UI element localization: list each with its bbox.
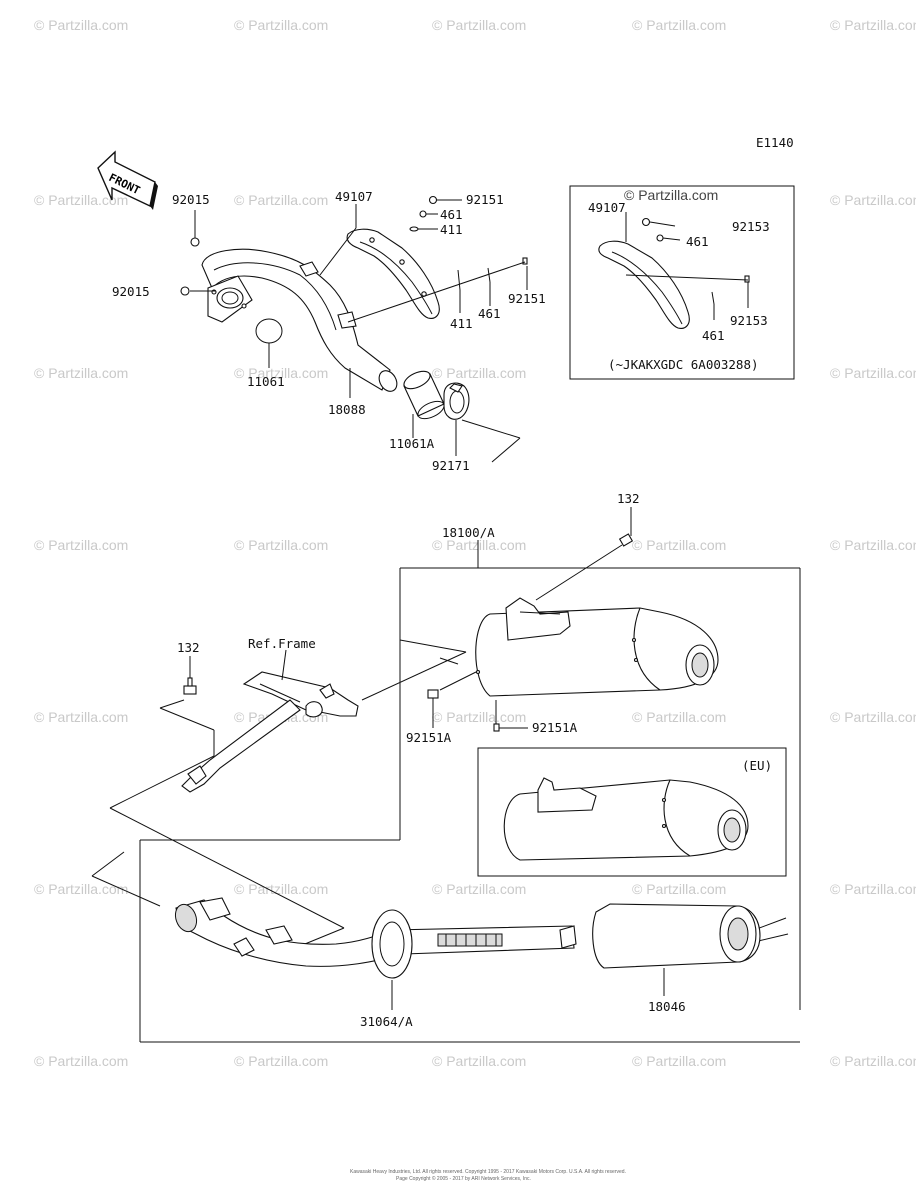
ref-frame-label: Ref.Frame	[248, 636, 316, 651]
watermark-text: © Partzilla.com	[432, 537, 526, 553]
watermark-text: © Partzilla.com	[34, 537, 128, 553]
part-label-411: 411	[440, 222, 463, 237]
part-label-92151A: 92151A	[532, 720, 578, 735]
nut-92015-left	[180, 286, 190, 296]
watermark-text: © Partzilla.com	[34, 709, 128, 725]
silencer-18046	[592, 903, 761, 969]
part-label-11061: 11061	[247, 374, 285, 389]
part-label-92151: 92151	[466, 192, 504, 207]
part-label-92153: 92153	[730, 313, 768, 328]
watermark-text: © Partzilla.com	[432, 1053, 526, 1069]
watermark-text: © Partzilla.com	[234, 1053, 328, 1069]
fasteners-top	[409, 195, 528, 291]
part-label-461: 461	[686, 234, 709, 249]
part-label-92171: 92171	[432, 458, 470, 473]
header-pipe-18088	[201, 248, 398, 392]
sleeve-11061A	[403, 370, 445, 420]
part-label-461: 461	[440, 207, 463, 222]
eu-note: (EU)	[742, 758, 772, 773]
clamp-92171	[443, 382, 470, 420]
leader-lines-top	[190, 199, 528, 463]
part-label-92151: 92151	[508, 291, 546, 306]
leader-lines-bottom	[91, 639, 789, 1010]
part-label-92015-left: 92015	[112, 284, 150, 299]
part-label-18100A: 18100/A	[442, 525, 495, 540]
bolt-132-left	[159, 656, 215, 756]
part-label-92015-top: 92015	[172, 192, 210, 207]
variant-box: © Partzilla.com 49107 92153 461 461 9215…	[569, 185, 795, 380]
part-label-411: 411	[450, 316, 473, 331]
front-arrow-icon: FRONT	[97, 150, 158, 210]
watermark-text: © Partzilla.com	[830, 709, 916, 725]
part-label-18088: 18088	[328, 402, 366, 417]
heat-guard-49107	[346, 228, 440, 319]
watermark-text: © Partzilla.com	[234, 537, 328, 553]
watermark-text: © Partzilla.com	[624, 187, 718, 203]
watermark-text: © Partzilla.com	[34, 365, 128, 381]
part-label-11061A: 11061A	[389, 436, 435, 451]
part-label-49107: 49107	[335, 189, 373, 204]
variant-note: (~JKAKXGDC 6A003288)	[608, 357, 759, 372]
part-label-461: 461	[702, 328, 725, 343]
watermark-layer: © Partzilla.com © Partzilla.com © Partzi…	[34, 17, 916, 1069]
copyright-line-1: Kawasaki Heavy Industries, Ltd. All righ…	[350, 1169, 626, 1175]
part-label-18046: 18046	[648, 999, 686, 1014]
watermark-text: © Partzilla.com	[234, 17, 328, 33]
bolt-92151A-left	[427, 689, 439, 699]
leader-line	[281, 649, 287, 681]
watermark-text: © Partzilla.com	[632, 537, 726, 553]
part-label-92153: 92153	[732, 219, 770, 234]
watermark-text: © Partzilla.com	[432, 709, 526, 725]
watermark-text: © Partzilla.com	[830, 192, 916, 208]
watermark-text: © Partzilla.com	[34, 17, 128, 33]
watermark-text: © Partzilla.com	[632, 17, 726, 33]
watermark-text: © Partzilla.com	[432, 365, 526, 381]
diagram-code: E1140	[756, 135, 794, 150]
nut-92015-top	[190, 237, 200, 247]
watermark-text: © Partzilla.com	[830, 17, 916, 33]
watermark-text: © Partzilla.com	[432, 17, 526, 33]
watermark-text: © Partzilla.com	[34, 881, 128, 897]
watermark-text: © Partzilla.com	[632, 1053, 726, 1069]
watermark-text: © Partzilla.com	[830, 1053, 916, 1069]
watermark-text: © Partzilla.com	[632, 881, 726, 897]
muffler-group-frame	[139, 540, 801, 1043]
watermark-text: © Partzilla.com	[234, 881, 328, 897]
muffler-18100A	[475, 597, 719, 697]
watermark-text: © Partzilla.com	[830, 365, 916, 381]
watermark-text: © Partzilla.com	[234, 192, 328, 208]
part-label-132: 132	[617, 491, 640, 506]
part-label-31064A: 31064/A	[360, 1014, 413, 1029]
watermark-text: © Partzilla.com	[34, 1053, 128, 1069]
bolt-92151A-right	[493, 723, 500, 732]
gasket-11061	[255, 318, 283, 344]
bolt-132-top	[535, 507, 634, 601]
mid-pipe-31064A	[174, 897, 577, 979]
copyright-line-2: Page Copyright © 2005 - 2017 by ARI Netw…	[396, 1175, 531, 1182]
part-label-461: 461	[478, 306, 501, 321]
watermark-text: © Partzilla.com	[830, 537, 916, 553]
watermark-text: © Partzilla.com	[234, 365, 328, 381]
watermark-text: © Partzilla.com	[632, 709, 726, 725]
part-label-92151A: 92151A	[406, 730, 452, 745]
part-label-132: 132	[177, 640, 200, 655]
ref-frame-subframe	[181, 671, 359, 793]
watermark-text: © Partzilla.com	[432, 881, 526, 897]
leader-line	[439, 671, 477, 691]
watermark-text: © Partzilla.com	[830, 881, 916, 897]
part-label-49107: 49107	[588, 200, 626, 215]
eu-muffler-box: (EU)	[477, 747, 787, 877]
watermark-text: © Partzilla.com	[34, 192, 128, 208]
